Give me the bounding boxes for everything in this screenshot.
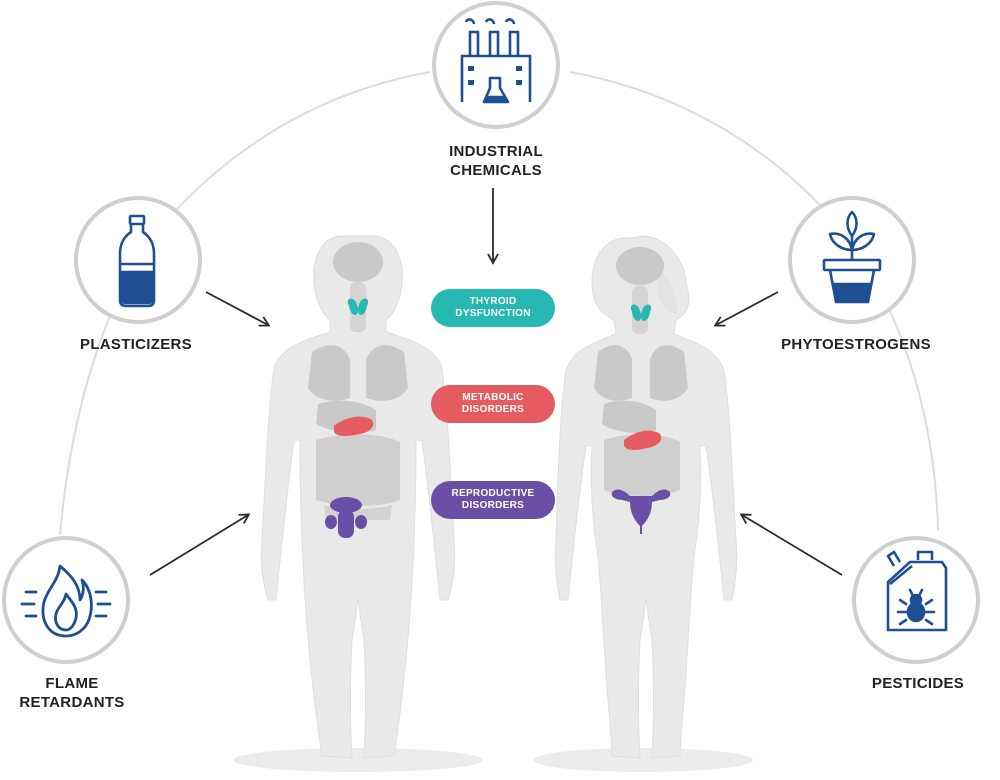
male-body-figure (260, 235, 456, 759)
thyroid-dysfunction-pill: THYROID DYSFUNCTION (431, 289, 555, 327)
female-reproductive-organ (611, 489, 671, 534)
pesticides-label: PESTICIDES (871, 675, 965, 692)
flame-circle (2, 536, 130, 664)
metabolic-disorders-pill: METABOLIC DISORDERS (431, 385, 555, 423)
arrow-plasticizers (205, 291, 271, 327)
female-pancreas (624, 430, 662, 450)
male-reproductive-organ (325, 497, 367, 538)
ground-shadow (533, 748, 753, 772)
industrial-circle (432, 1, 560, 129)
arrow-phytoestrogens (713, 291, 779, 327)
phytoestrogens-label: PHYTOESTROGENS (781, 336, 931, 353)
female-thyroid (630, 304, 652, 321)
plastic-bottle-icon (118, 214, 156, 308)
pesticide-canister-icon (886, 550, 948, 632)
factory-flask-icon (460, 18, 532, 104)
plasticizers-circle (74, 196, 202, 324)
arrow-flame (149, 513, 251, 576)
flame-retardants-label: FLAME RETARDANTS (19, 675, 125, 711)
potted-plant-icon (822, 210, 882, 304)
male-pancreas (334, 416, 374, 436)
arrow-pesticides (739, 513, 843, 576)
flame-icon (20, 564, 112, 638)
male-thyroid (347, 298, 369, 315)
ground-shadow (233, 748, 483, 772)
industrial-chemicals-label: INDUSTRIAL CHEMICALS (449, 143, 543, 179)
reproductive-disorders-pill: REPRODUCTIVE DISORDERS (431, 481, 555, 519)
plasticizers-label: PLASTICIZERS (80, 336, 192, 353)
